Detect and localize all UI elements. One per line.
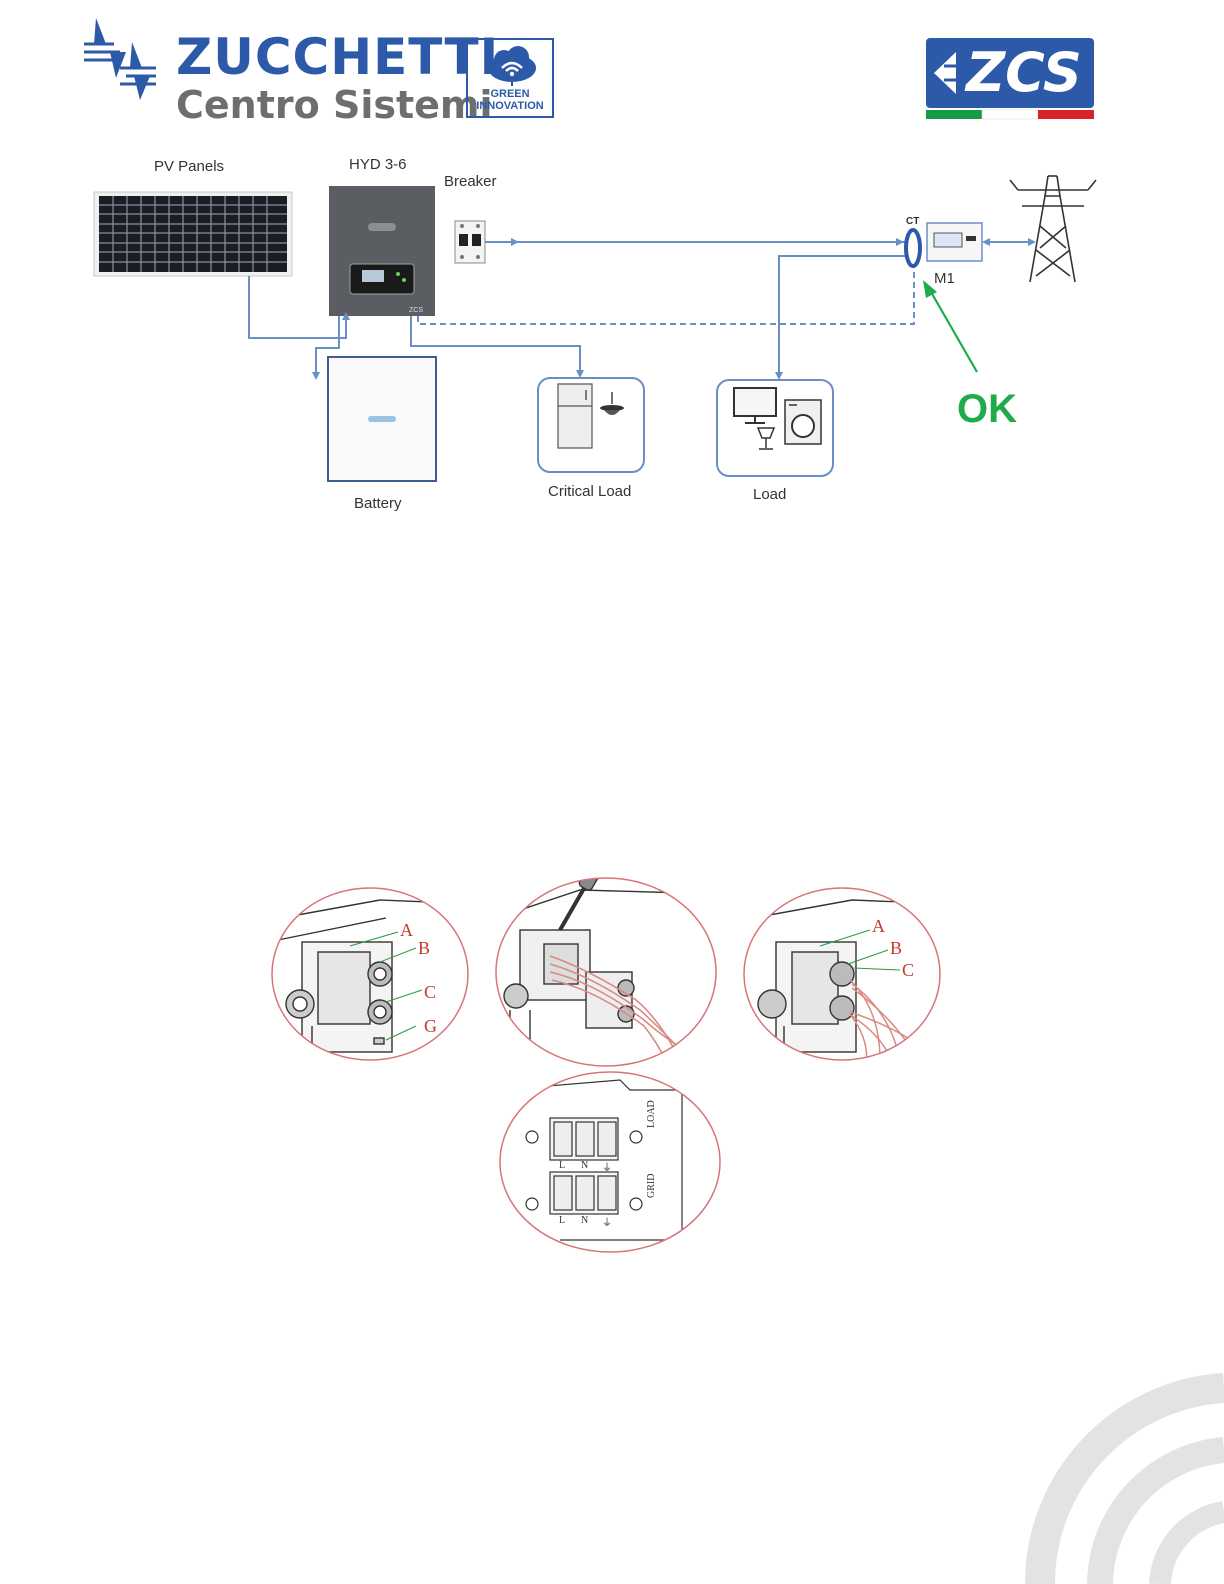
- ct-clamp-icon: [906, 230, 920, 266]
- detail-gland-parts: A B C G: [270, 888, 480, 1060]
- critical-load-icon: [538, 378, 644, 472]
- pv-panels-label: PV Panels: [154, 158, 224, 175]
- terminal-pe-top: ⏚: [602, 1159, 612, 1174]
- callout-b2: B: [890, 938, 902, 958]
- port-load-label: LOAD: [646, 1100, 657, 1128]
- load-label: Load: [753, 486, 786, 503]
- detail-svg: A B C G: [0, 860, 1224, 1260]
- terminal-l-bottom: L: [559, 1215, 565, 1226]
- callout-b: B: [418, 938, 430, 958]
- terminal-n-top: N: [581, 1160, 588, 1171]
- detail-gland-assembled: A B C: [742, 888, 952, 1070]
- critical-load-label: Critical Load: [548, 483, 631, 500]
- load-icon: [717, 380, 833, 476]
- pylon-icon: [1010, 176, 1096, 282]
- meter-label: M1: [934, 270, 955, 287]
- terminal-l-top: L: [559, 1160, 565, 1171]
- ok-arrow-icon: [923, 280, 977, 372]
- callout-a: A: [400, 920, 413, 940]
- port-grid-label: GRID: [646, 1174, 657, 1198]
- battery-icon: [328, 357, 436, 481]
- breaker-icon: [455, 221, 485, 263]
- breaker-label: Breaker: [444, 173, 497, 190]
- comm-dashed-line: [418, 266, 914, 324]
- detail-screwdriver: [496, 860, 720, 1070]
- ok-status: OK: [957, 387, 1017, 432]
- inverter-icon: ZCS: [329, 186, 435, 316]
- terminal-pe-bottom: ⏚: [602, 1214, 612, 1229]
- callout-g: G: [424, 1016, 437, 1036]
- decorative-arcs-icon: [1020, 1370, 1224, 1584]
- meter-icon: [927, 223, 982, 261]
- callout-c: C: [424, 982, 436, 1002]
- wiring-svg: ZCS: [0, 0, 1224, 540]
- battery-label: Battery: [354, 495, 402, 512]
- ct-label: CT: [906, 216, 919, 227]
- pv-panel-icon: [94, 192, 292, 276]
- inverter-label: HYD 3-6: [349, 156, 407, 173]
- svg-text:ZCS: ZCS: [409, 307, 423, 314]
- callout-a2: A: [872, 916, 885, 936]
- callout-c2: C: [902, 960, 914, 980]
- terminal-n-bottom: N: [581, 1215, 588, 1226]
